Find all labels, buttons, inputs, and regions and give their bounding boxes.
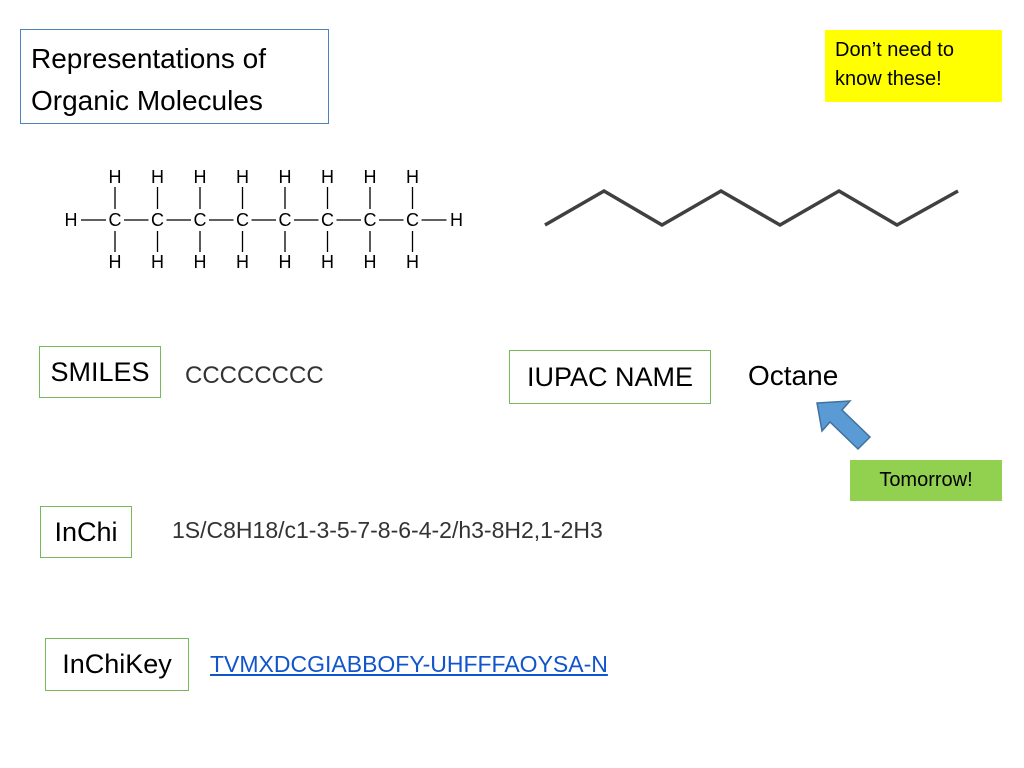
smiles-value: CCCCCCCC: [185, 362, 324, 389]
iupac-name-value: Octane: [748, 360, 839, 391]
tomorrow-callout: Tomorrow!: [850, 460, 1002, 501]
carbon-atom: C: [406, 210, 419, 230]
title-line-2: Organic Molecules: [31, 85, 263, 116]
iupac-name-label: IUPAC NAME: [509, 350, 711, 404]
note-line-1: Don’t need to: [835, 39, 954, 61]
hydrogen-atom: H: [321, 167, 334, 187]
carbon-atom: C: [151, 210, 164, 230]
hydrogen-atom: H: [279, 167, 292, 187]
skeletal-formula-octane: [544, 188, 959, 228]
hydrogen-atom: H: [236, 167, 249, 187]
inchi-label: InChi: [40, 506, 132, 558]
carbon-atom: C: [236, 210, 249, 230]
hydrogen-atom: H: [450, 210, 463, 230]
hydrogen-atom: H: [364, 252, 377, 272]
carbon-atom: C: [194, 210, 207, 230]
note-line-2: know these!: [835, 68, 942, 90]
hydrogen-atom: H: [194, 167, 207, 187]
hydrogen-atom: H: [151, 167, 164, 187]
hydrogen-atom: H: [321, 252, 334, 272]
hydrogen-atom: H: [406, 167, 419, 187]
arrow-up-left-icon: [816, 400, 872, 451]
slide-title: Representations of Organic Molecules: [20, 29, 329, 124]
hydrogen-atom: H: [65, 210, 78, 230]
smiles-label: SMILES: [39, 346, 161, 398]
hydrogen-atom: H: [109, 167, 122, 187]
hydrogen-atom: H: [406, 252, 419, 272]
carbon-atom: C: [279, 210, 292, 230]
inchi-value: 1S/C8H18/c1-3-5-7-8-6-4-2/h3-8H2,1-2H3: [172, 517, 603, 543]
carbon-atom: C: [321, 210, 334, 230]
zigzag-chain: [544, 188, 959, 228]
note-callout: Don’t need to know these!: [825, 30, 1002, 102]
hydrogen-atom: H: [109, 252, 122, 272]
title-line-1: Representations of: [31, 43, 267, 74]
hydrogen-atom: H: [279, 252, 292, 272]
inchikey-label: InChiKey: [45, 638, 189, 691]
hydrogen-atom: H: [364, 167, 377, 187]
carbon-atom: C: [109, 210, 122, 230]
structural-formula-octane: H H C H H C H H C H H C H H C H H C H H C H H C H H: [65, 167, 464, 272]
carbon-atom: C: [364, 210, 377, 230]
hydrogen-atom: H: [236, 252, 249, 272]
hydrogen-atom: H: [194, 252, 207, 272]
hydrogen-atom: H: [151, 252, 164, 272]
inchikey-link[interactable]: TVMXDCGIABBOFY-UHFFFAOYSA-N: [210, 651, 608, 677]
